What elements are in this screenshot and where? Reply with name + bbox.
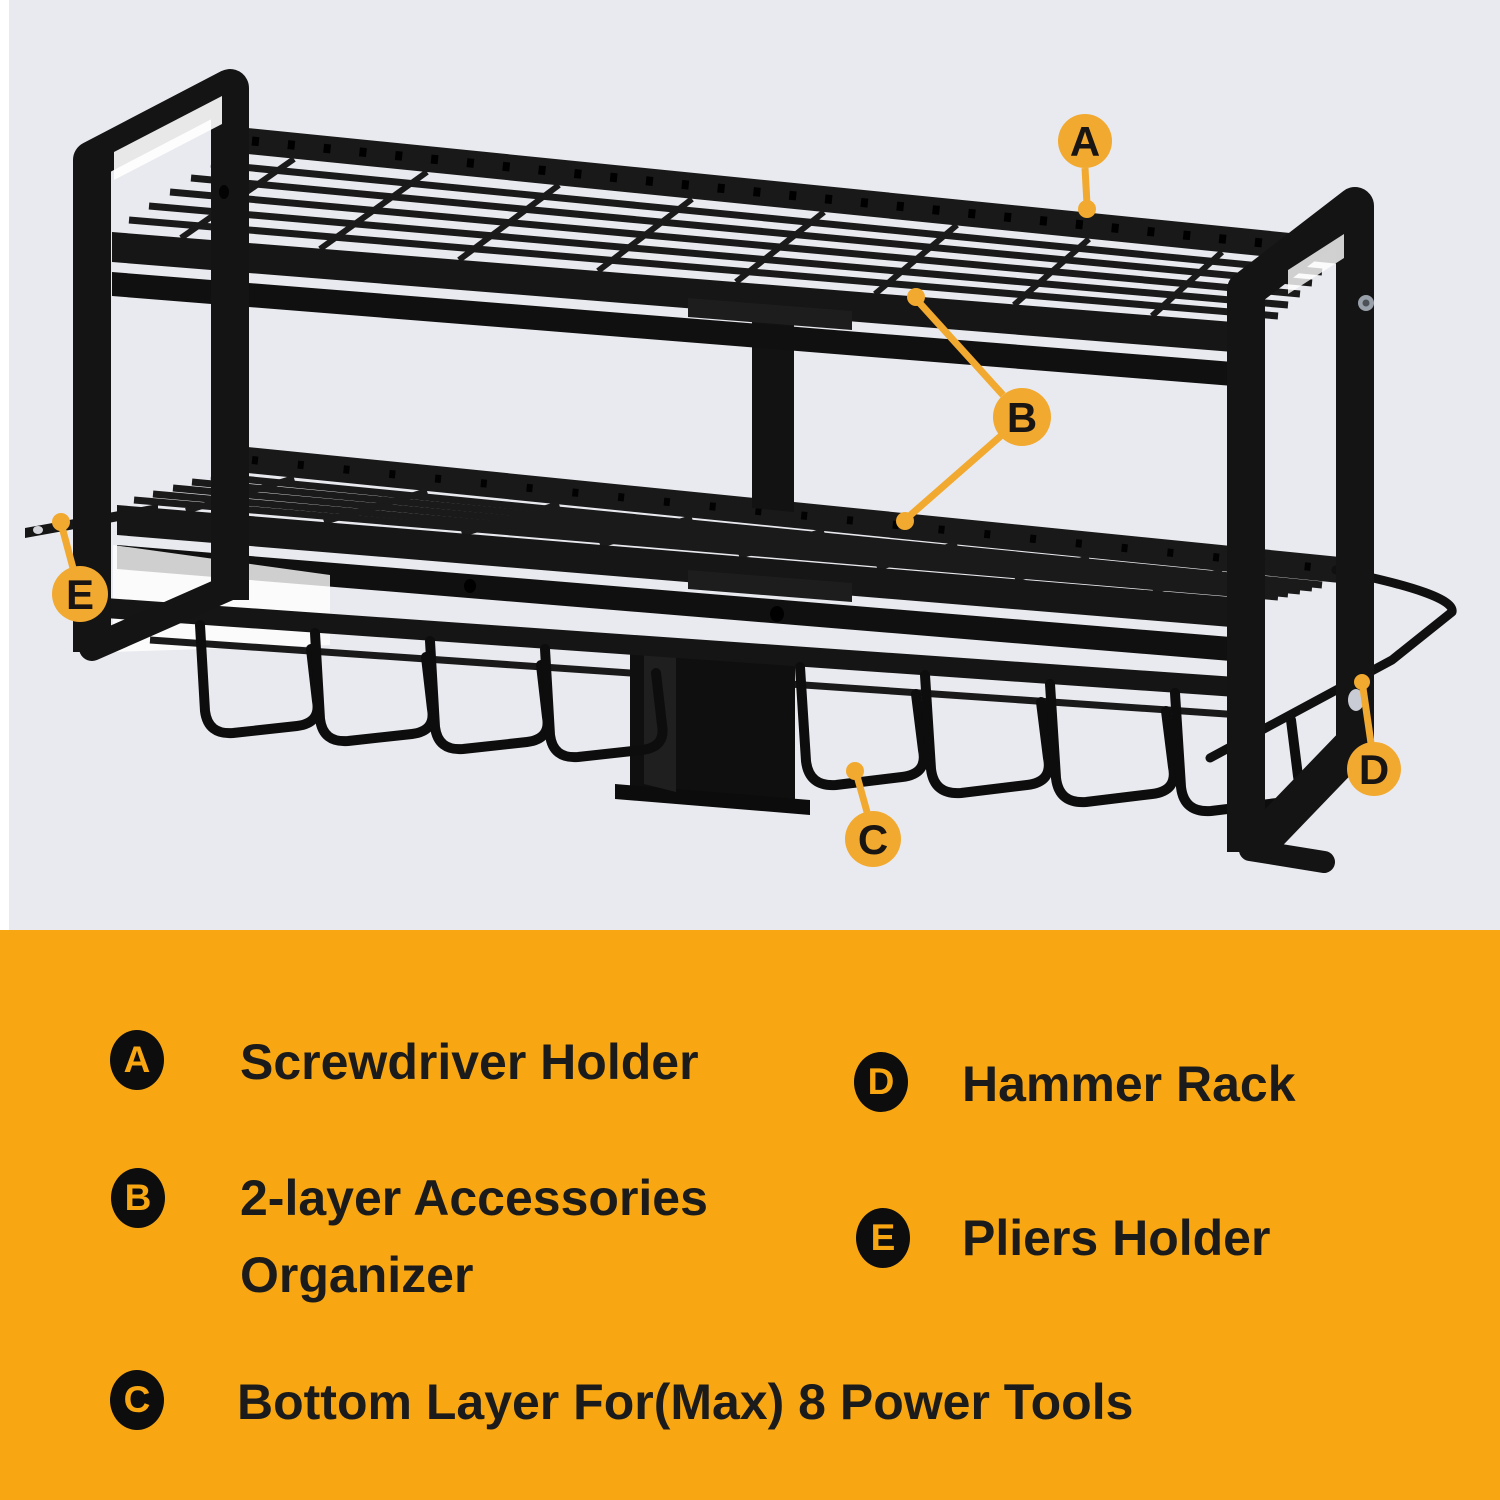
- callout-dot: [1078, 200, 1096, 218]
- photo-left-margin: [0, 0, 9, 930]
- callout-dot: [846, 762, 864, 780]
- bottom-hooks: [105, 598, 1304, 817]
- rack-illustration: A B C D: [0, 0, 1457, 930]
- legend-label-accessories-organizer: 2-layer Accessories Organizer: [240, 1170, 708, 1303]
- legend-label-bottom-layer: Bottom Layer For(Max) 8 Power Tools: [237, 1374, 1134, 1430]
- callout-dot: [896, 512, 914, 530]
- callout-dot: [907, 288, 925, 306]
- callout-letter: E: [66, 571, 94, 618]
- mount-hole: [1348, 689, 1364, 711]
- legend-panel: A Screwdriver Holder B 2-layer Accessori…: [0, 930, 1500, 1500]
- callout-e: E: [52, 513, 108, 622]
- callout-line: [853, 775, 871, 813]
- legend-badge-c: C: [110, 1370, 164, 1430]
- callout-b: B: [896, 288, 1051, 530]
- legend-badge-a: A: [110, 1030, 164, 1090]
- legend-label-screwdriver-holder: Screwdriver Holder: [240, 1034, 699, 1090]
- callout-d: D: [1347, 674, 1401, 796]
- legend-badge-letter: D: [867, 1060, 895, 1102]
- callout-line: [913, 296, 1006, 398]
- legend-badge-e: E: [856, 1208, 910, 1268]
- callout-bubble: [52, 566, 108, 622]
- callout-letter: A: [1070, 118, 1100, 165]
- callout-bubble: [1347, 742, 1401, 796]
- callout-bubble: [1058, 114, 1112, 168]
- legend-badge-d: D: [854, 1052, 908, 1112]
- callout-a: A: [1058, 114, 1112, 218]
- callout-line: [903, 431, 1006, 522]
- legend-badge-letter: A: [123, 1038, 151, 1080]
- middle-shelf: [133, 445, 1340, 601]
- middle-shelf-front-rails: [117, 505, 1255, 663]
- legend-label-hammer-rack: Hammer Rack: [962, 1056, 1296, 1112]
- callout-letter: B: [1007, 394, 1037, 441]
- legend-badge-letter: E: [870, 1216, 896, 1258]
- legend-badge-letter: C: [123, 1378, 151, 1420]
- callout-bubble: [845, 811, 901, 867]
- callout-line: [1081, 167, 1091, 205]
- callout-line: [58, 526, 77, 569]
- callout-c: C: [845, 762, 901, 867]
- right-bracket: [1227, 187, 1374, 873]
- callout-line: [1359, 687, 1375, 744]
- callout-dot: [1354, 674, 1370, 690]
- hook-rail: [105, 598, 1250, 698]
- callout-dot: [52, 513, 70, 531]
- callout-letter: C: [858, 816, 888, 863]
- legend-badge-b: B: [111, 1168, 165, 1228]
- legend-badge-letter: B: [124, 1176, 152, 1218]
- top-shelf: [128, 126, 1340, 320]
- product-photo-area: A B C D: [0, 0, 1500, 930]
- legend-label-pliers-holder: Pliers Holder: [962, 1210, 1271, 1266]
- left-bracket: [73, 69, 249, 661]
- callout-bubble: [993, 388, 1051, 446]
- center-post: [752, 316, 794, 512]
- callout-letter: D: [1359, 746, 1389, 793]
